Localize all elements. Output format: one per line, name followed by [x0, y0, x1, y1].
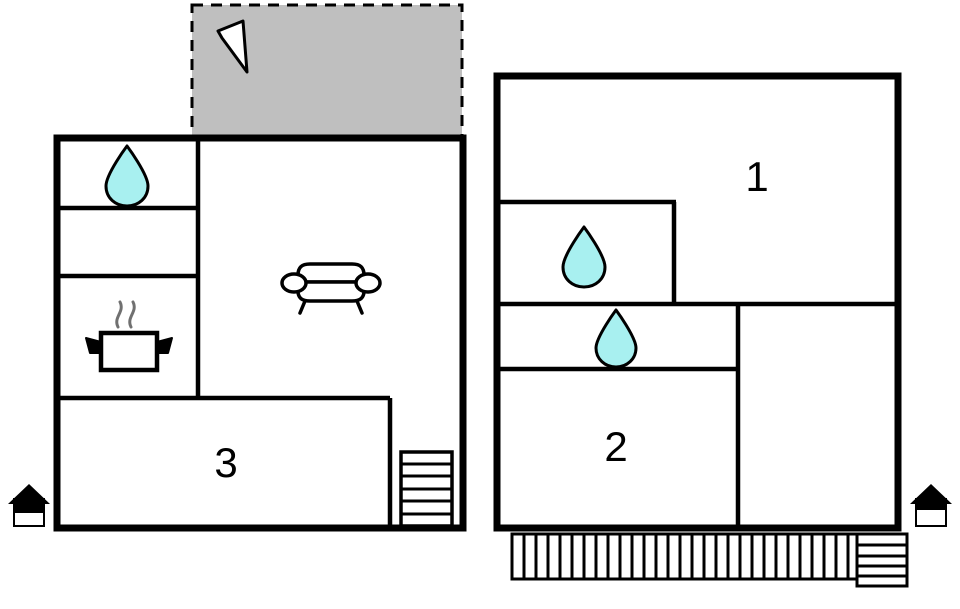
parasol-icon	[216, 19, 249, 74]
cooking-pot-icon	[85, 300, 173, 373]
right-building-group: 1 2	[493, 72, 909, 588]
water-drop-icon	[561, 225, 607, 289]
right-stairs-icon	[855, 532, 909, 588]
terrace-decking	[510, 532, 859, 581]
room-label-3: 3	[214, 439, 237, 486]
left-stairs-icon	[399, 450, 454, 528]
water-drop-icon	[594, 308, 638, 369]
entrance-marker-left	[8, 484, 50, 527]
left-building-outline	[53, 134, 467, 532]
left-building-group: 3	[53, 134, 467, 532]
left-interior-walls	[57, 138, 393, 528]
water-drop-icon	[104, 144, 150, 208]
sofa-icon	[280, 262, 382, 315]
room-label-1: 1	[745, 153, 768, 200]
right-interior-walls	[497, 199, 898, 528]
right-building-outline	[493, 72, 902, 532]
room-label-2: 2	[604, 423, 627, 470]
entrance-marker-right	[910, 484, 952, 527]
roof-terrace-group	[190, 3, 464, 140]
